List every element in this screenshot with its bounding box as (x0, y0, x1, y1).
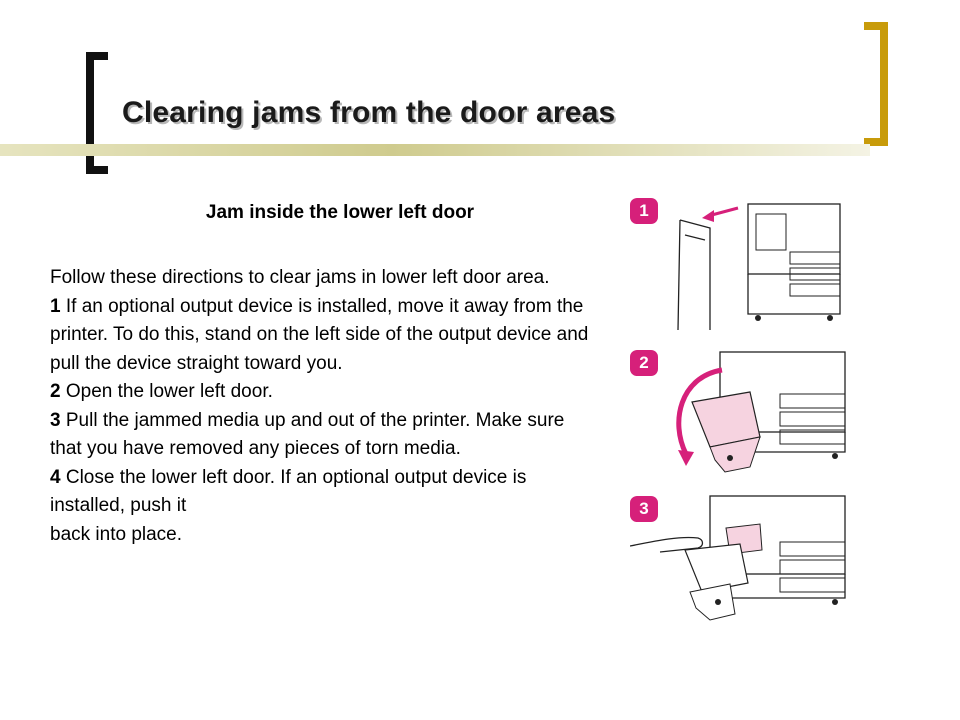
figure-step-1: 1 (630, 190, 855, 330)
slide-subtitle: Jam inside the lower left door (205, 202, 475, 223)
step-number: 3 (50, 409, 61, 431)
step-4: 4 Close the lower left door. If an optio… (50, 464, 595, 521)
step-text: If an optional output device is installe… (50, 295, 589, 374)
step-badge: 2 (630, 350, 658, 376)
left-bracket-decoration (86, 52, 108, 174)
step-badge: 3 (630, 496, 658, 522)
instructions-text: Follow these directions to clear jams in… (50, 264, 595, 549)
step-text: Close the lower left door. If an optiona… (50, 466, 527, 517)
figure-step-2: 2 (630, 342, 855, 482)
figure-step-3: 3 (630, 488, 855, 628)
step-4-continuation: back into place. (50, 523, 183, 545)
step-number: 4 (50, 466, 61, 488)
step-number: 2 (50, 381, 61, 402)
step-text: Open the lower left door. (65, 381, 273, 402)
right-bracket-decoration (864, 22, 888, 146)
step-badge: 1 (630, 198, 658, 224)
step-number: 1 (50, 295, 61, 317)
step-1: 1 If an optional output device is instal… (50, 293, 595, 379)
printer-illustration-3 (630, 495, 846, 621)
step-2: 2 Open the lower left door. (50, 378, 595, 407)
printer-illustration-2 (676, 351, 846, 473)
title-underline-bar (0, 144, 870, 156)
step-text: Pull the jammed media up and out of the … (50, 409, 565, 460)
step-3: 3 Pull the jammed media up and out of th… (50, 407, 595, 464)
slide-title: Clearing jams from the door areas (122, 96, 616, 129)
intro-paragraph: Follow these directions to clear jams in… (50, 267, 550, 288)
printer-illustration-1 (677, 203, 841, 330)
